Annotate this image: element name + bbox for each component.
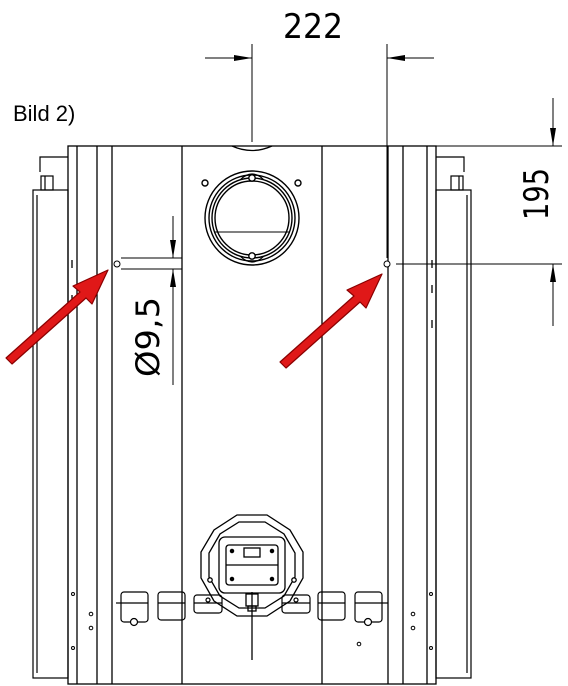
dimension-width: 222 — [205, 7, 434, 258]
screw-holes — [71, 592, 433, 650]
dimension-diameter: Ø9,5 — [121, 216, 182, 385]
dimension-height-label: 195 — [517, 168, 557, 220]
dimension-width-label: 222 — [283, 7, 343, 47]
right-side-panel — [435, 156, 472, 679]
flue-outlet — [201, 170, 302, 266]
air-intake — [200, 514, 304, 660]
arrow-right — [279, 273, 383, 369]
dimension-diameter-label: Ø9,5 — [129, 297, 167, 377]
dimension-height: 195 — [396, 98, 562, 326]
right-mounting-hole — [383, 260, 391, 268]
stove-body — [67, 145, 437, 685]
left-side-panel — [32, 156, 69, 679]
bottom-brackets — [116, 591, 388, 627]
left-mounting-hole — [113, 260, 121, 268]
figure-caption: Bild 2) — [13, 101, 76, 126]
mounting-holes — [113, 260, 391, 268]
arrow-left — [5, 269, 109, 365]
